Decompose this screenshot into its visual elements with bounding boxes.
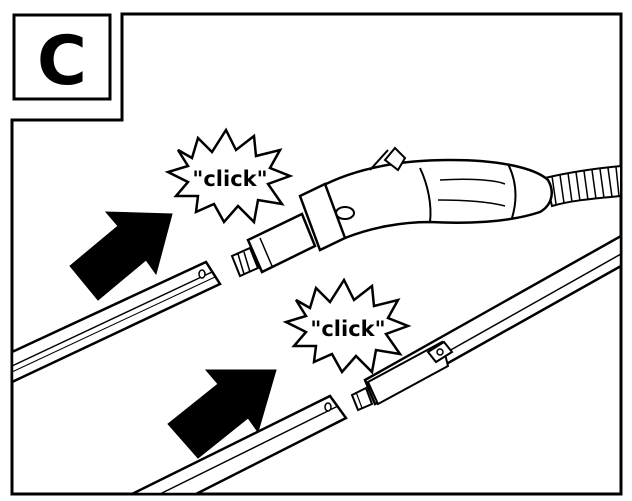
burst-icon — [164, 127, 294, 225]
extension-tube-lower-left — [131, 394, 348, 496]
click-callout-upper: "click" — [192, 167, 267, 191]
burst-icon — [282, 277, 412, 375]
click-callout-lower: "click" — [310, 317, 385, 341]
step-label-box: C — [12, 13, 112, 101]
step-letter: C — [37, 22, 87, 101]
arrow-icon — [69, 211, 173, 301]
extension-tube-lower-right — [350, 233, 623, 412]
panel-frame — [10, 12, 623, 496]
extension-tube-upper — [10, 260, 222, 384]
arrow-icon — [167, 369, 277, 459]
steam-hose — [543, 164, 622, 208]
steam-handle — [230, 146, 553, 278]
